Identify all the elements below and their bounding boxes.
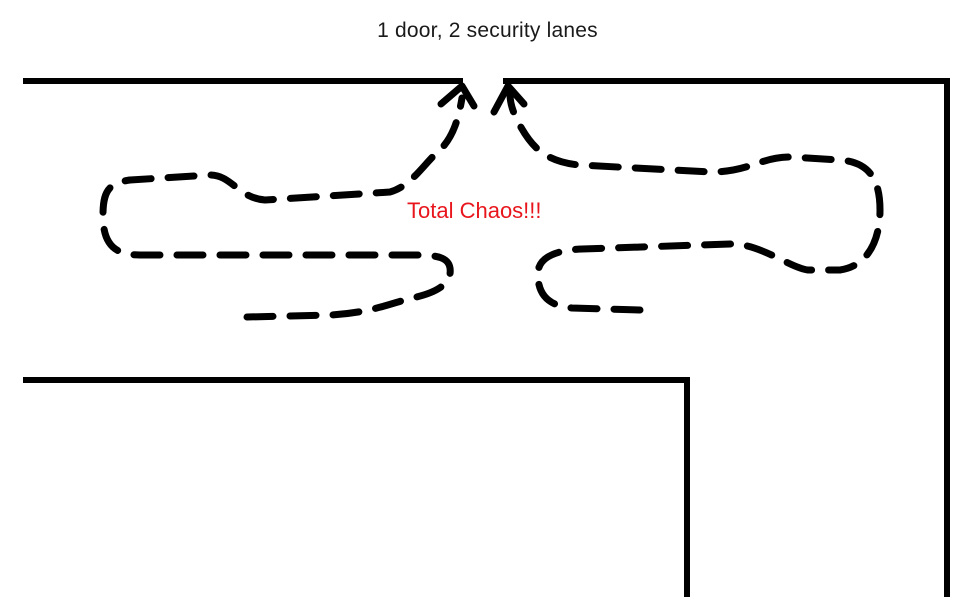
chaos-annotation: Total Chaos!!!: [407, 198, 542, 223]
right-queue: [490, 82, 884, 314]
right-queue-path: [506, 90, 884, 314]
left-queue: [99, 82, 478, 321]
corridor-walls: [23, 78, 950, 597]
left-arrow-up-icon: [437, 82, 478, 110]
left-queue-path: [99, 94, 466, 321]
right-arrow-up-icon: [490, 82, 528, 116]
top-wall-right: [503, 78, 950, 597]
diagram-title: 1 door, 2 security lanes: [377, 19, 598, 42]
bottom-wall: [23, 377, 690, 597]
